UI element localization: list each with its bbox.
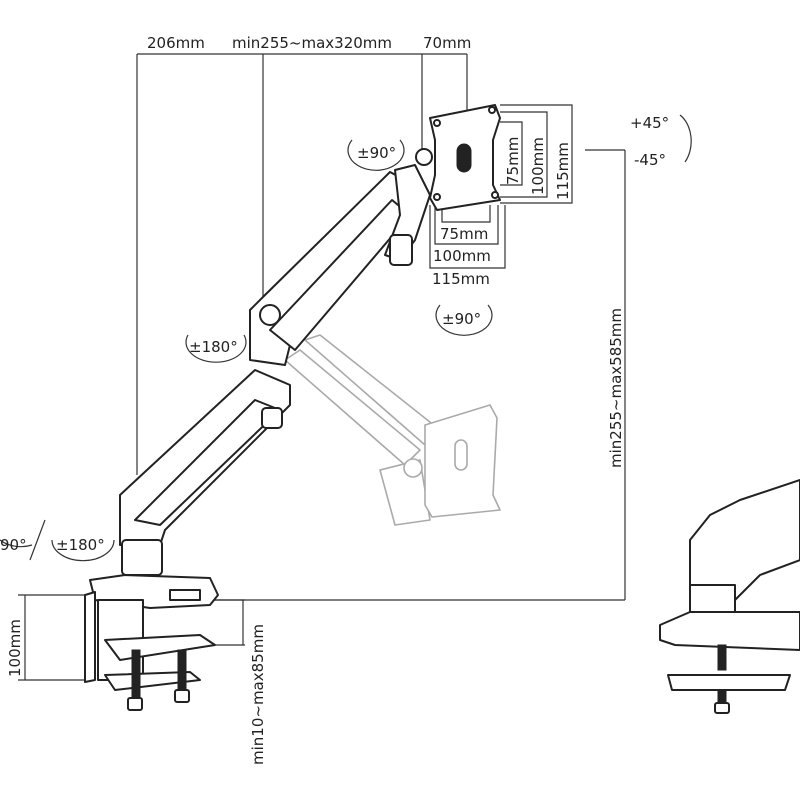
dim-desk-thickness: min10~max85mm — [249, 624, 267, 765]
dim-height-range: min255~max585mm — [607, 308, 625, 468]
label-tilt-down: -45° — [634, 151, 666, 169]
dim-arm-reach: min255~max320mm — [232, 34, 392, 52]
dim-vesa-vertical-100: 100mm — [529, 137, 547, 195]
dim-vesa-vertical-115: 115mm — [554, 142, 572, 200]
monitor-arm — [84, 104, 501, 711]
label-head-swivel: ±90° — [357, 144, 396, 162]
dim-head-depth: 70mm — [423, 34, 471, 52]
arm-alternate-view — [659, 479, 800, 714]
dim-clamp-height: 100mm — [6, 619, 24, 677]
dim-vesa-horizontal-100: 100mm — [433, 247, 491, 265]
dim-vesa-vertical-75: 75mm — [504, 137, 522, 185]
label-elbow-rotation: ±180° — [189, 338, 238, 356]
label-plate-rotation: ±90° — [442, 310, 481, 328]
dim-vesa-horizontal-115: 115mm — [432, 270, 490, 288]
dimension-lines — [18, 53, 626, 681]
dim-arm-base-depth: 206mm — [147, 34, 205, 52]
dim-vesa-horizontal-75: 75mm — [440, 225, 488, 243]
label-base-rotation-left: 90° — [0, 536, 27, 554]
label-tilt-up: +45° — [630, 114, 669, 132]
label-base-rotation-right: ±180° — [56, 536, 105, 554]
arm-lowered-ghost — [284, 334, 501, 526]
rotation-arrows — [0, 114, 692, 562]
